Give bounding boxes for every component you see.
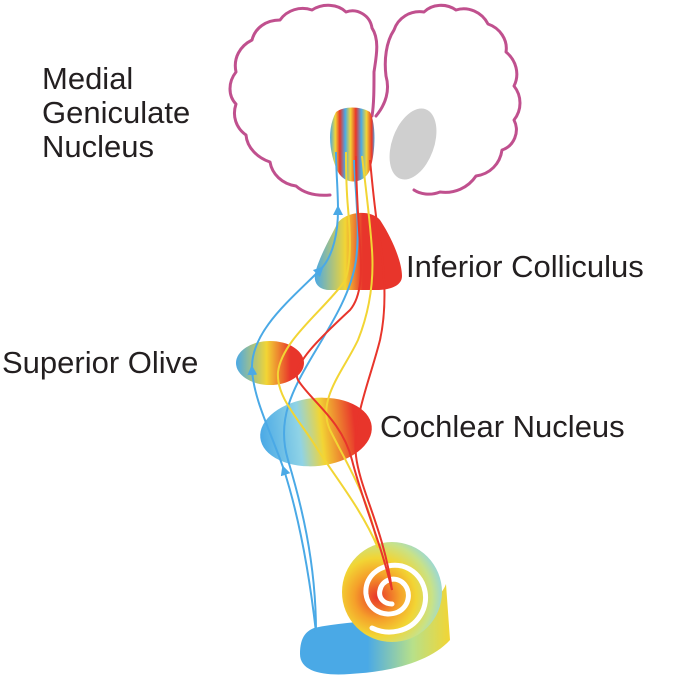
right-medial-geniculate: [389, 108, 437, 180]
label-line-2: Geniculate: [42, 95, 191, 131]
right-hemisphere-outline: [374, 3, 522, 196]
left-hemisphere-outline: [228, 3, 379, 197]
medial-geniculate-nucleus-label: Medial Geniculate Nucleus: [42, 61, 191, 165]
label-line-3: Nucleus: [42, 129, 154, 165]
label-line-1: Medial: [42, 61, 134, 96]
high-frequency-pathways: [295, 155, 393, 591]
superior-olive: [236, 341, 304, 385]
inferior-colliculus-label: Inferior Colliculus: [406, 249, 644, 284]
low-frequency-pathways: [247, 151, 359, 633]
cochlea-spiral-groove: [363, 562, 429, 635]
mid-frequency-pathways: [276, 151, 379, 549]
superior-olive-label: Superior Olive: [2, 345, 199, 380]
cochlear-nucleus-label: Cochlear Nucleus: [380, 409, 625, 444]
